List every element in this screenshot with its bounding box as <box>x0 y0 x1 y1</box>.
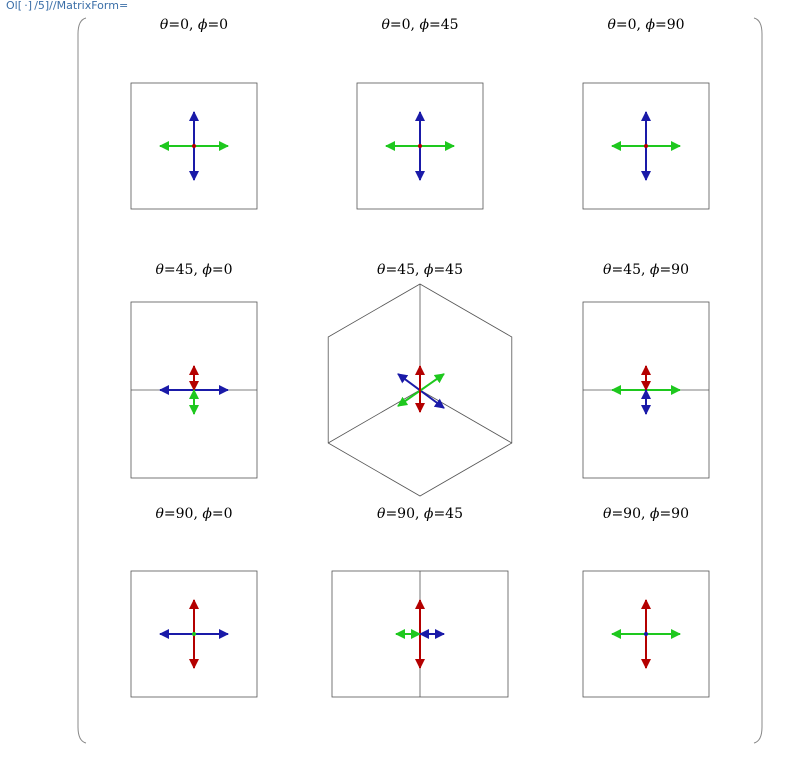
plot-frame <box>582 570 710 698</box>
left-bracket <box>77 17 87 744</box>
origin-dot <box>418 144 422 148</box>
plot-frame <box>130 82 258 210</box>
plot-title: θ=45, ϕ=90 <box>603 262 689 278</box>
plot-cell <box>130 82 258 210</box>
plot-frame <box>327 283 513 497</box>
plot-title: θ=90, ϕ=45 <box>377 506 463 522</box>
plot-title: θ=0, ϕ=0 <box>159 17 229 33</box>
origin-dot <box>644 144 648 148</box>
origin-dot <box>192 144 196 148</box>
origin-dot <box>192 632 196 636</box>
plot-cell <box>327 283 513 497</box>
plot-title: θ=90, ϕ=0 <box>155 506 233 522</box>
plot-title: θ=90, ϕ=90 <box>603 506 689 522</box>
plot-cell <box>356 82 484 210</box>
plot-cell <box>582 82 710 210</box>
output-cell-label: Ol[ ·] /5]//MatrixForm= <box>6 0 129 12</box>
plot-cell <box>130 301 258 479</box>
origin-dot <box>644 632 648 636</box>
plot-frame <box>130 570 258 698</box>
plot-title: θ=45, ϕ=0 <box>155 262 233 278</box>
plot-cell <box>582 301 710 479</box>
plot-frame <box>582 82 710 210</box>
plot-frame <box>356 82 484 210</box>
plot-title: θ=0, ϕ=45 <box>381 17 459 33</box>
edge-line <box>328 389 421 444</box>
plot-cell <box>582 570 710 698</box>
plot-title: θ=45, ϕ=45 <box>377 262 463 278</box>
right-bracket <box>753 17 763 744</box>
plot-cell <box>331 570 509 698</box>
edge-line <box>419 389 512 444</box>
plot-title: θ=0, ϕ=90 <box>607 17 685 33</box>
plot-cell <box>130 570 258 698</box>
